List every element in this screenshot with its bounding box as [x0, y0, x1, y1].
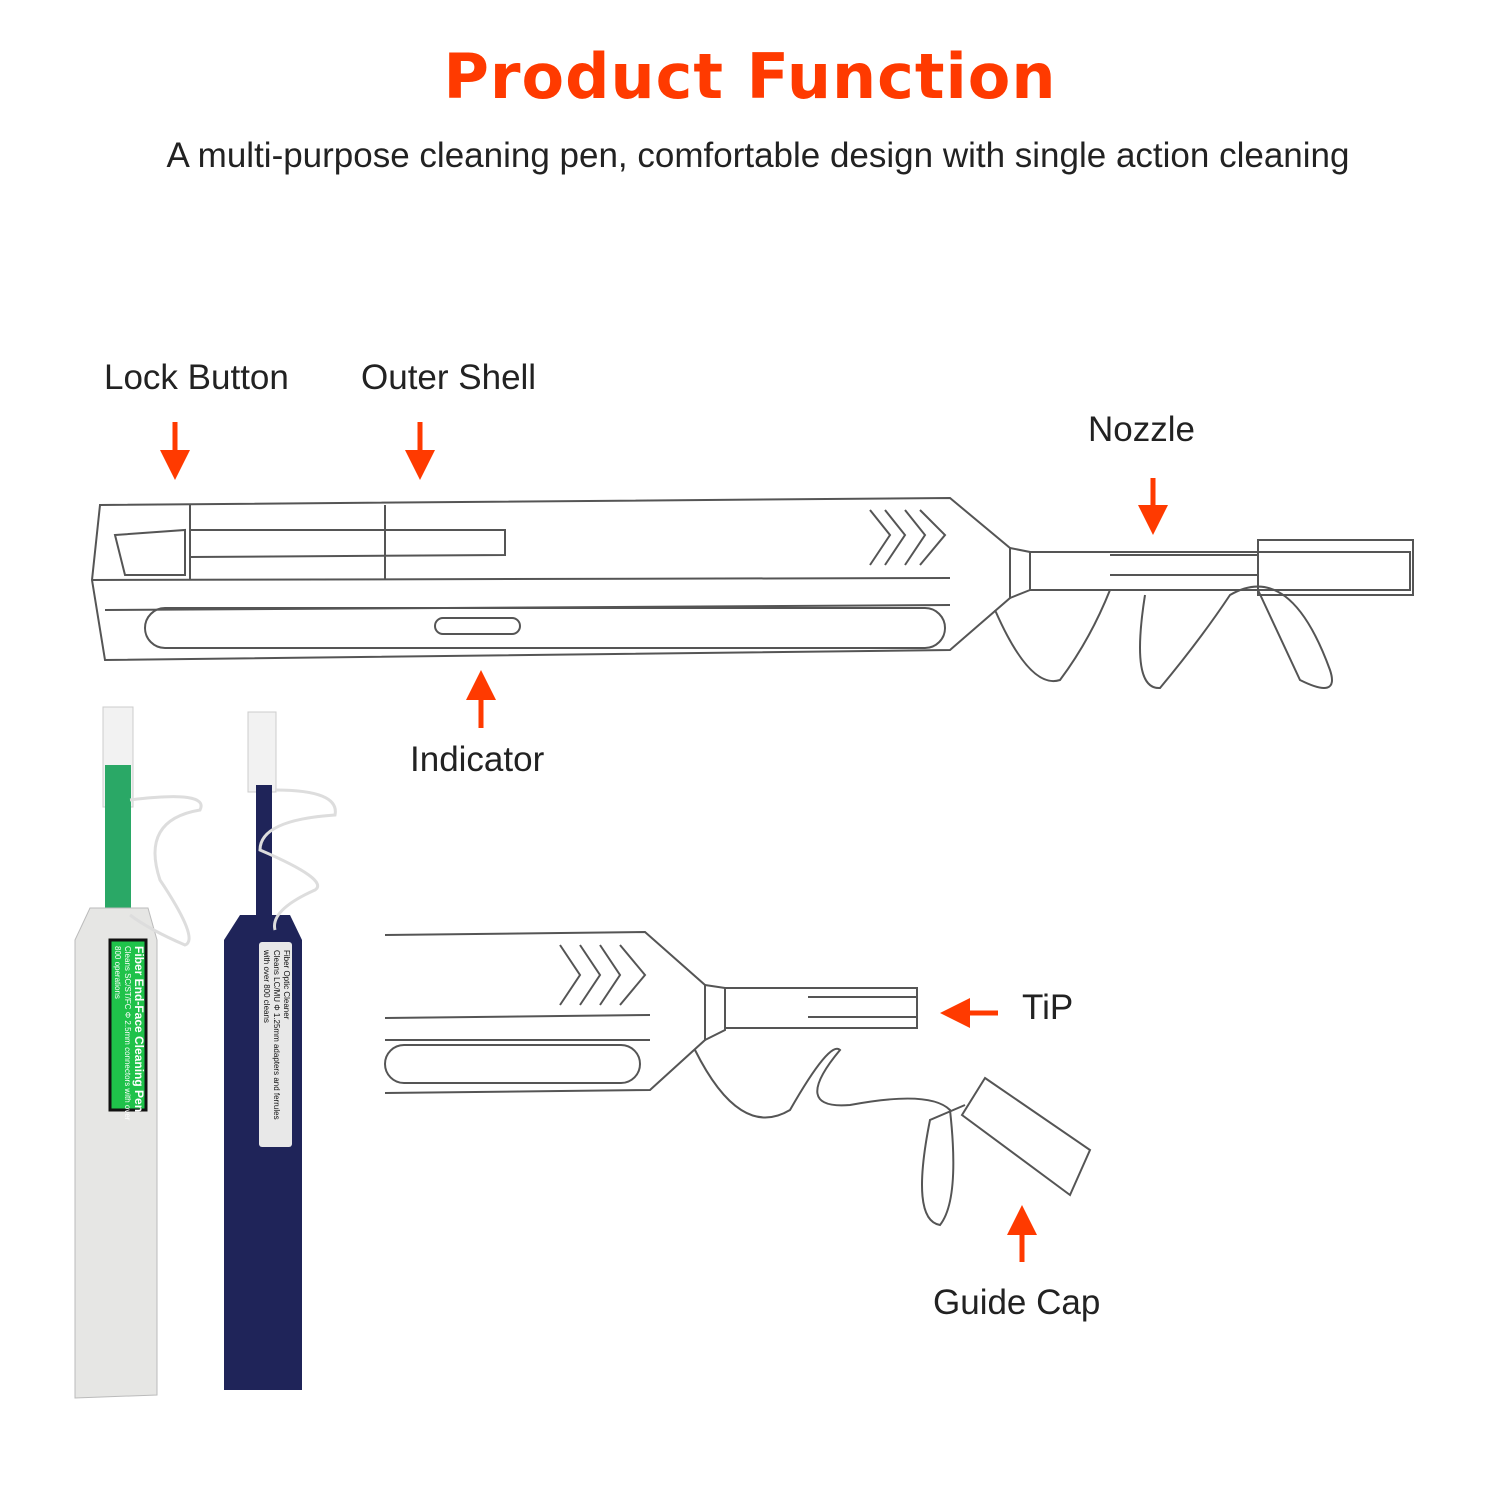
page-title: Product Function: [443, 40, 1057, 113]
blue-pen-label-line1: Fiber Optic Cleaner: [282, 950, 291, 1020]
blue-pen-label-line2: Cleans LC/MU Φ 1.25mm adapters and ferru…: [272, 950, 281, 1120]
tip-label: TiP: [1022, 988, 1074, 1027]
guide-cap-label: Guide Cap: [933, 1283, 1101, 1322]
pen-tip-drawing: [384, 930, 1092, 1227]
callout-arrows: [160, 422, 1168, 1262]
lock-button-label: Lock Button: [104, 358, 289, 397]
outer-shell-label: Outer Shell: [361, 358, 537, 397]
page-subtitle: A multi-purpose cleaning pen, comfortabl…: [166, 136, 1350, 175]
blue-pen-label-line3: with over 800 cleans: [262, 950, 271, 1023]
white-pen-label-line1: Fiber End-Face Cleaning Pen: [132, 946, 146, 1113]
white-pen-label-line2: Cleans SC/ST/FC Φ 2.5mm connectors with …: [123, 946, 132, 1121]
indicator-window: [434, 617, 521, 635]
white-pen-label-line3: 800 operations: [113, 946, 122, 999]
white-pen-label: Fiber End-Face Cleaning Pen Cleans SC/ST…: [112, 946, 146, 1121]
nozzle-label: Nozzle: [1088, 410, 1195, 449]
white-pen-photo: [74, 706, 203, 1399]
blue-pen-photo: [224, 711, 337, 1390]
blue-pen-label: Fiber Optic Cleaner Cleans LC/MU Φ 1.25m…: [261, 950, 291, 1120]
indicator-label: Indicator: [410, 740, 545, 779]
pen-outline-drawing: [90, 496, 1414, 690]
